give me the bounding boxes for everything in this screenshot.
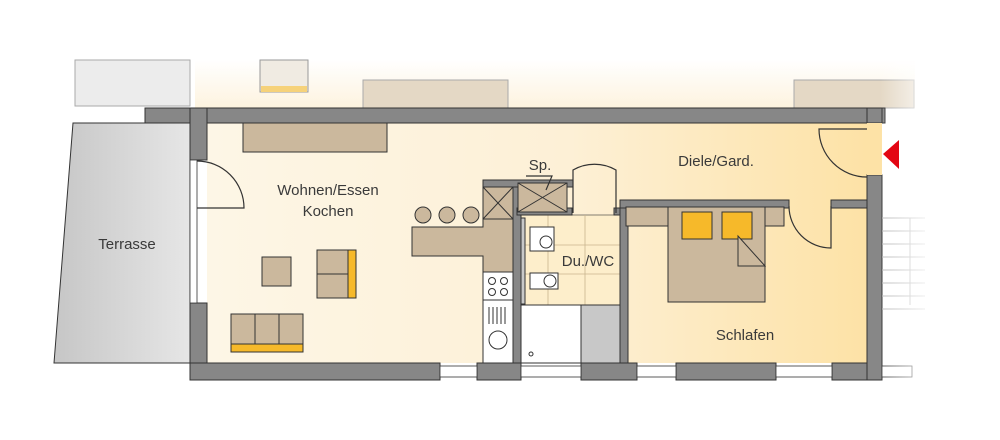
sink-icon: [482, 299, 514, 364]
storage-closet: [517, 175, 568, 213]
shower: [520, 304, 582, 364]
room-label-bedroom: Schlafen: [716, 327, 774, 344]
bed: [667, 206, 767, 303]
fridge-icon: [482, 186, 514, 220]
sofa: [230, 313, 304, 353]
side-table: [261, 256, 292, 287]
doors: [196, 128, 868, 249]
armchair: [316, 249, 357, 299]
room-label-living: Wohnen/Essen: [277, 182, 378, 199]
room-label-bath: Du./WC: [562, 253, 615, 270]
room-label-hall: Diele/Gard.: [678, 153, 754, 170]
red-triangle-icon: [883, 140, 899, 169]
neighbour-area: [74, 59, 915, 109]
washbasin-icon: [529, 226, 555, 252]
room-label-kitchen: Kochen: [303, 203, 354, 220]
room-label-storage: Sp.: [529, 157, 552, 174]
room-label-terrace: Terrasse: [98, 236, 156, 253]
walls: [144, 107, 886, 381]
bar-stools: [414, 206, 480, 224]
stove-icon: [482, 271, 514, 301]
toilet-icon: [529, 272, 559, 290]
sideboard: [242, 122, 388, 153]
